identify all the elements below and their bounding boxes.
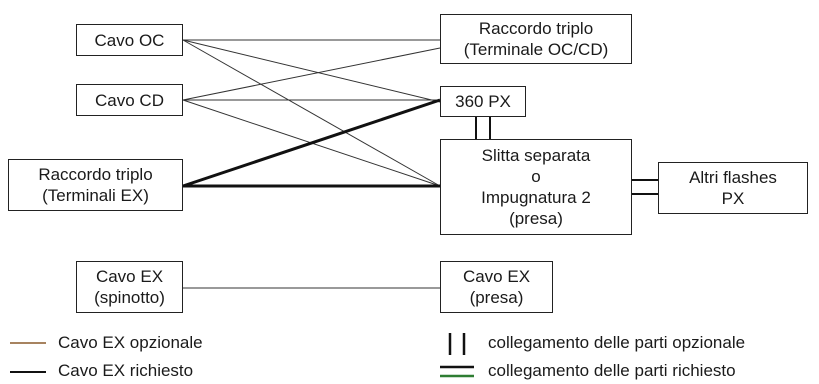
box-cavo-ex-spinotto-line2: (spinotto) (94, 288, 165, 307)
legend-req-link: collegamento delle parti richiesto (488, 361, 736, 381)
box-cavo-cd: Cavo CD (76, 84, 183, 116)
box-cavo-ex-presa: Cavo EX (presa) (440, 261, 553, 313)
box-raccordo-triplo-ex: Raccordo triplo (Terminali EX) (8, 159, 183, 211)
box-altri-line2: PX (721, 189, 745, 208)
box-360px: 360 PX (440, 86, 526, 117)
legend-opt-link-text: collegamento delle parti opzionale (488, 333, 746, 352)
legend-req-link-text: collegamento delle parti richiesto (488, 361, 736, 380)
box-raccordo-occd-line1: Raccordo triplo (478, 19, 594, 38)
box-slitta-separata: Slitta separata o Impugnatura 2 (presa) (440, 139, 632, 235)
box-raccordo-ex-line2: (Terminali EX) (42, 186, 149, 205)
box-slitta-line1: Slitta separata (481, 146, 591, 165)
box-raccordo-ex-line1: Raccordo triplo (38, 165, 153, 184)
legend-opt-cable-text: Cavo EX opzionale (58, 333, 203, 352)
box-altri-flashes: Altri flashes PX (658, 162, 808, 214)
legend-req-cable-text: Cavo EX richiesto (58, 361, 194, 380)
box-slitta-line2: o (531, 167, 541, 186)
box-360px-label: 360 PX (455, 92, 511, 111)
box-cavo-cd-label: Cavo CD (95, 90, 164, 110)
legend-opt-link: collegamento delle parti opzionale (488, 333, 745, 353)
wire-cd-to-raccordo-occd (182, 47, 441, 101)
legend-opt-cable: Cavo EX opzionale (58, 333, 203, 353)
legend-req-cable: Cavo EX richiesto (58, 361, 193, 381)
box-cavo-oc: Cavo OC (76, 24, 183, 56)
wire-oc-to-slitta (182, 39, 441, 187)
box-altri-line1: Altri flashes (689, 168, 777, 187)
box-cavo-ex-spinotto: Cavo EX (spinotto) (76, 261, 183, 313)
wire-raccordo-ex-to-360px (182, 98, 441, 188)
box-raccordo-triplo-occd: Raccordo triplo (Terminale OC/CD) (440, 14, 632, 64)
box-slitta-line3: Impugnatura 2 (481, 188, 591, 207)
box-cavo-oc-label: Cavo OC (94, 30, 165, 50)
box-slitta-line4: (presa) (509, 209, 563, 228)
box-cavo-ex-presa-line1: Cavo EX (462, 267, 531, 286)
box-cavo-ex-presa-line2: (presa) (469, 288, 524, 307)
box-raccordo-occd-line2: (Terminale OC/CD) (463, 40, 609, 59)
box-cavo-ex-spinotto-line1: Cavo EX (95, 267, 164, 286)
wire-oc-to-360px (182, 39, 441, 103)
